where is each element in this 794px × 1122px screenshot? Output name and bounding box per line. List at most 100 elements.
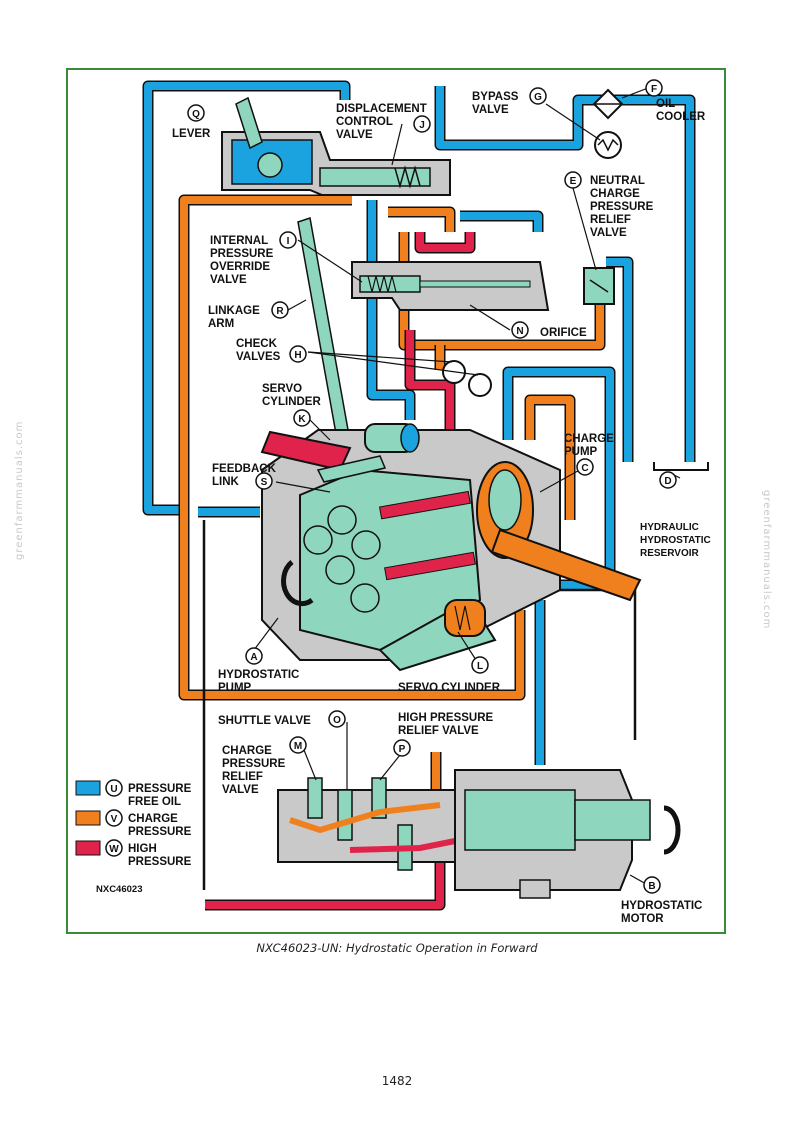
svg-text:OVERRIDE: OVERRIDE xyxy=(210,261,270,273)
svg-text:W: W xyxy=(109,844,119,855)
svg-text:K: K xyxy=(298,414,306,425)
motor-rotation-arrow xyxy=(663,805,681,855)
svg-text:J: J xyxy=(419,120,425,131)
svg-text:HIGH: HIGH xyxy=(128,843,157,855)
internal-pressure-override-valve xyxy=(351,261,550,311)
feedback-link xyxy=(316,455,387,483)
displacement-control-valve xyxy=(221,131,451,196)
svg-text:OIL: OIL xyxy=(656,98,675,110)
svg-text:F: F xyxy=(651,84,657,95)
bypass-valve xyxy=(594,131,622,159)
svg-text:G: G xyxy=(534,92,542,103)
svg-text:S: S xyxy=(261,477,268,488)
callout-letter-text: Q J G F E I R N H K C S D A L O M P B xyxy=(192,84,672,892)
svg-text:FEEDBACK: FEEDBACK xyxy=(212,463,277,475)
legend-swatch-charge xyxy=(75,810,101,826)
svg-text:NEUTRAL: NEUTRAL xyxy=(590,175,645,187)
svg-text:FREE OIL: FREE OIL xyxy=(128,796,181,808)
svg-text:MOTOR: MOTOR xyxy=(621,913,664,925)
input-shaft xyxy=(490,528,642,602)
svg-text:HIGH PRESSURE: HIGH PRESSURE xyxy=(398,712,494,724)
high-pressure-lines xyxy=(205,232,476,911)
svg-text:CHARGE: CHARGE xyxy=(564,433,614,445)
svg-text:INTERNAL: INTERNAL xyxy=(210,235,268,247)
svg-text:C: C xyxy=(581,463,588,474)
page-number: 1482 xyxy=(381,1074,413,1088)
figure-code: NXC46023 xyxy=(96,884,142,895)
svg-text:I: I xyxy=(287,236,290,247)
svg-text:SERVO: SERVO xyxy=(262,383,302,395)
svg-text:B: B xyxy=(648,881,655,892)
svg-text:ORIFICE: ORIFICE xyxy=(540,327,587,339)
svg-text:O: O xyxy=(333,715,341,726)
svg-text:DISPLACEMENT: DISPLACEMENT xyxy=(336,103,427,115)
svg-text:CONTROL: CONTROL xyxy=(336,116,393,128)
lever xyxy=(235,96,263,150)
svg-text:VALVE: VALVE xyxy=(210,274,247,286)
label-lever: LEVER xyxy=(172,128,211,140)
svg-text:RESERVOIR: RESERVOIR xyxy=(640,548,699,559)
svg-text:R: R xyxy=(276,306,284,317)
reservoir-tank xyxy=(653,462,709,471)
svg-text:RELIEF VALVE: RELIEF VALVE xyxy=(398,725,479,737)
svg-text:N: N xyxy=(516,326,523,337)
svg-text:V: V xyxy=(111,814,118,825)
svg-text:SERVO CYLINDER: SERVO CYLINDER xyxy=(398,682,501,694)
svg-text:CHARGE: CHARGE xyxy=(590,188,640,200)
svg-text:H: H xyxy=(294,350,301,361)
svg-text:VALVE: VALVE xyxy=(222,784,259,796)
callout-letters xyxy=(187,79,677,894)
svg-text:SHUTTLE VALVE: SHUTTLE VALVE xyxy=(218,715,311,727)
servo-cylinder-bottom xyxy=(378,598,497,672)
svg-text:D: D xyxy=(664,476,671,487)
svg-text:A: A xyxy=(250,652,257,663)
svg-text:VALVE: VALVE xyxy=(472,104,509,116)
svg-text:BYPASS: BYPASS xyxy=(472,91,519,103)
hydrostatic-diagram: LEVER DISPLACEMENT CONTROL VALVE BYPASS … xyxy=(75,79,711,925)
figure-caption: NXC46023-UN: Hydrostatic Operation in Fo… xyxy=(256,941,538,955)
legend-swatch-free-oil xyxy=(75,780,101,796)
svg-text:PRESSURE: PRESSURE xyxy=(210,248,274,260)
svg-text:RELIEF: RELIEF xyxy=(590,214,631,226)
svg-text:PRESSURE: PRESSURE xyxy=(590,201,654,213)
svg-text:PUMP: PUMP xyxy=(564,446,598,458)
svg-text:HYDRAULIC: HYDRAULIC xyxy=(640,522,699,533)
svg-text:Q: Q xyxy=(192,109,200,120)
watermark-left: greenfarmmanuals.com xyxy=(14,420,25,560)
svg-text:PUMP: PUMP xyxy=(218,682,252,694)
svg-text:U: U xyxy=(110,784,117,795)
svg-text:E: E xyxy=(570,176,577,187)
hydrostatic-motor xyxy=(454,769,651,899)
pump-rotation-arrow xyxy=(281,560,314,607)
svg-text:HYDROSTATIC: HYDROSTATIC xyxy=(621,900,702,912)
check-valve-2 xyxy=(468,373,492,397)
svg-text:LINKAGE: LINKAGE xyxy=(208,305,260,317)
return-line-right xyxy=(540,588,637,740)
svg-text:HYDROSTATIC: HYDROSTATIC xyxy=(218,669,299,681)
svg-text:P: P xyxy=(399,744,406,755)
svg-text:PRESSURE: PRESSURE xyxy=(222,758,286,770)
svg-text:CYLINDER: CYLINDER xyxy=(262,396,321,408)
svg-text:LINK: LINK xyxy=(212,476,240,488)
svg-text:RELIEF: RELIEF xyxy=(222,771,263,783)
valve-block xyxy=(277,777,461,871)
svg-text:HYDROSTATIC: HYDROSTATIC xyxy=(640,535,711,546)
svg-text:L: L xyxy=(477,661,483,672)
svg-text:VALVE: VALVE xyxy=(336,129,373,141)
legend-swatch-high xyxy=(75,840,101,856)
svg-text:VALVE: VALVE xyxy=(590,227,627,239)
diagram-labels: LEVER DISPLACEMENT CONTROL VALVE BYPASS … xyxy=(96,91,711,925)
legend: U PRESSURE FREE OIL V CHARGE PRESSURE W … xyxy=(75,779,192,868)
svg-text:PRESSURE: PRESSURE xyxy=(128,826,192,838)
svg-text:PRESSURE: PRESSURE xyxy=(128,783,192,795)
svg-text:ARM: ARM xyxy=(208,318,234,330)
leader-lines xyxy=(253,87,681,886)
svg-text:CHECK: CHECK xyxy=(236,338,278,350)
watermark-right: greenfarmmanuals.com xyxy=(761,490,772,630)
hydrostatic-pump xyxy=(261,429,561,661)
svg-text:VALVES: VALVES xyxy=(236,351,281,363)
svg-text:COOLER: COOLER xyxy=(656,111,706,123)
svg-text:PRESSURE: PRESSURE xyxy=(128,856,192,868)
svg-text:CHARGE: CHARGE xyxy=(128,813,178,825)
svg-text:M: M xyxy=(294,741,302,752)
